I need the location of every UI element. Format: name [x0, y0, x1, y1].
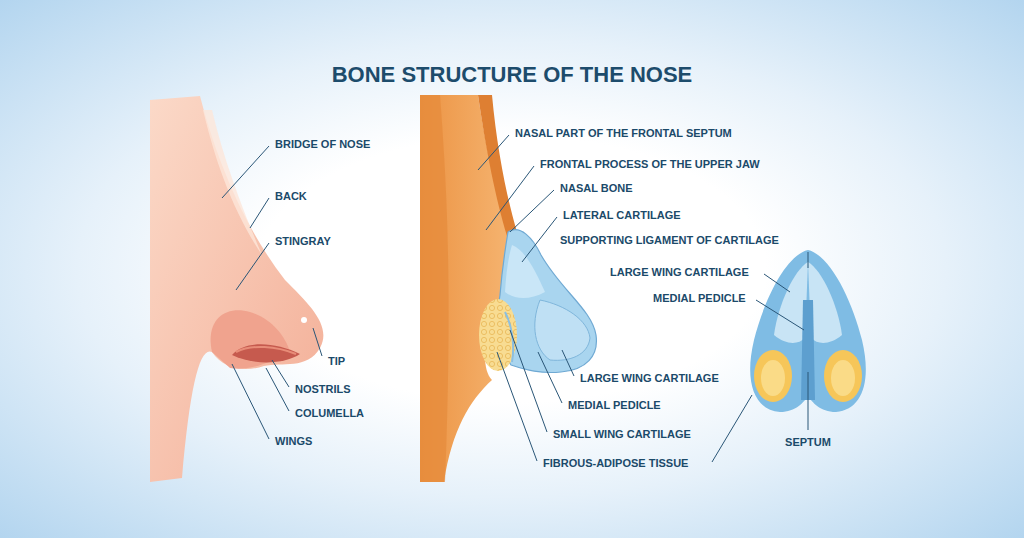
part-label: MEDIAL PEDICLE	[568, 399, 661, 412]
part-label: SMALL WING CARTILAGE	[553, 428, 691, 441]
part-label: SUPPORTING LIGAMENT OF CARTILAGE	[560, 234, 779, 247]
part-label: COLUMELLA	[295, 407, 364, 420]
part-label: LARGE WING CARTILAGE	[610, 266, 749, 279]
part-label: TIP	[328, 355, 345, 368]
nose-profile	[150, 96, 323, 482]
part-label: STINGRAY	[275, 235, 331, 248]
part-label: LARGE WING CARTILAGE	[580, 372, 719, 385]
leader-line	[222, 135, 808, 462]
part-label: LATERAL CARTILAGE	[563, 209, 681, 222]
part-label: BACK	[275, 190, 307, 203]
part-label: NASAL BONE	[560, 182, 633, 195]
part-label: WINGS	[275, 435, 312, 448]
part-label: FIBROUS-ADIPOSE TISSUE	[543, 457, 688, 470]
part-label: MEDIAL PEDICLE	[653, 292, 746, 305]
part-label: BRIDGE OF NOSE	[275, 138, 370, 151]
part-label: NASAL PART OF THE FRONTAL SEPTUM	[515, 127, 732, 140]
diagram-title: BONE STRUCTURE OF THE NOSE	[0, 62, 1024, 88]
part-label: NOSTRILS	[295, 383, 351, 396]
part-label: SEPTUM	[785, 436, 831, 449]
part-label: FRONTAL PROCESS OF THE UPPER JAW	[540, 158, 760, 171]
nose-anatomy	[420, 95, 596, 482]
